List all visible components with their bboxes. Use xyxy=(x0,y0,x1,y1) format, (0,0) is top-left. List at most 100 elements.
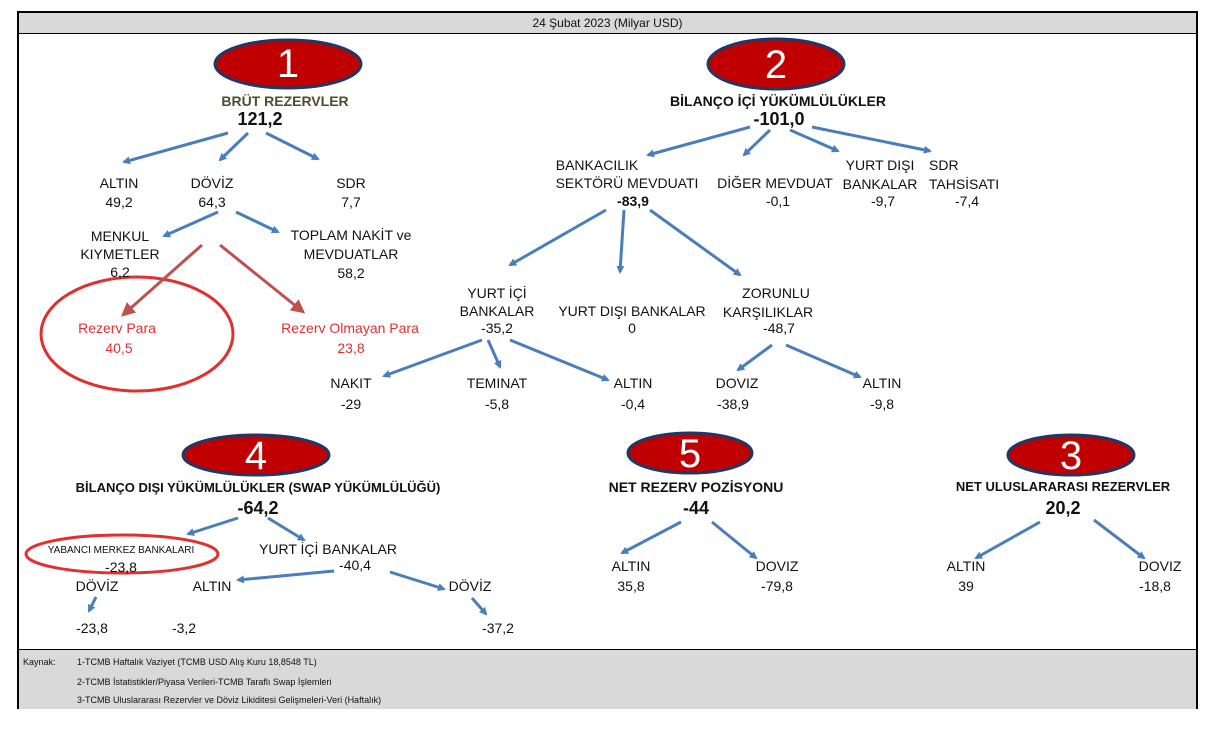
nr-altin-value: 35,8 xyxy=(617,578,645,594)
rezerv-para-value: 40,5 xyxy=(105,340,133,356)
sdr-tahsisati-label-2: TAHSİSATI xyxy=(928,176,1000,192)
nr-title: NET REZERV POZİSYONU xyxy=(608,479,784,495)
bd-altin-label: ALTIN xyxy=(192,578,232,594)
arrow-bank-zorunlu xyxy=(649,208,742,277)
arrow-brut-doviz xyxy=(218,131,250,162)
arrow-bi-diger xyxy=(742,128,772,157)
arrow-brut-altin xyxy=(122,131,229,165)
bi-doviz-label: DOVIZ xyxy=(715,375,759,391)
rezerv-para-label: Rezerv Para xyxy=(78,320,156,336)
zorunlu-value: -48,7 xyxy=(763,320,795,336)
badge-2-ellipse xyxy=(706,37,846,91)
arrow-bi-bankacilik xyxy=(646,125,751,158)
zorunlu-label-2: KARŞILIKLAR xyxy=(722,304,814,320)
menkul-label-1: MENKUL xyxy=(90,228,150,244)
rezerv-olmayan-label: Rezerv Olmayan Para xyxy=(281,320,419,336)
bi-title: BİLANÇO İÇİ YÜKÜMLÜLÜKLER xyxy=(670,93,886,109)
bankacilik-value: -83,9 xyxy=(617,193,649,209)
rezerv-olmayan-value: 23,8 xyxy=(337,340,365,356)
arrow-doviz-menkul xyxy=(162,210,219,238)
arrow-yi-nakit xyxy=(382,338,483,378)
nu-doviz-label: DOVIZ xyxy=(1138,558,1182,574)
bi-doviz-value: -38,9 xyxy=(717,396,749,412)
bd-value: -64,2 xyxy=(237,498,279,518)
badge-1-ellipse xyxy=(213,38,363,90)
nakit-value: -29 xyxy=(340,396,362,412)
yabanci-mb-label: YABANCI MERKEZ BANKALARI xyxy=(47,545,195,556)
bd-doviz2-label: DÖVİZ xyxy=(448,578,492,594)
badge-4-ellipse xyxy=(181,433,331,477)
arrow-zor-doviz xyxy=(736,343,773,372)
brut-altin-value: 49,2 xyxy=(105,194,133,210)
header-title: 24 Şubat 2023 (Milyar USD) xyxy=(532,16,683,30)
badge-2-number: 2 xyxy=(764,43,788,87)
bd-doviz1-value: -23,8 xyxy=(76,620,108,636)
badge-3-ellipse xyxy=(1006,433,1136,477)
yurtdisi-bankalar-value: 0 xyxy=(628,320,636,336)
arrow-bank-yurtici xyxy=(508,208,607,267)
arrow-yurtici-altin xyxy=(236,569,335,584)
bi-altin2-label: ALTIN xyxy=(862,375,902,391)
brut-value: 121,2 xyxy=(237,109,283,129)
source-line-2: 2-TCMB İstatistikler/Piyasa Verileri-TCM… xyxy=(77,677,332,687)
red-arrow-rezerv-olmayan xyxy=(219,243,306,314)
arrow-yurtici-doviz xyxy=(389,570,446,592)
brut-altin-label: ALTIN xyxy=(99,175,139,191)
yurtdisi-bankalar-label: YURT DIŞI BANKALAR xyxy=(558,303,706,319)
yurt-disi-label-2: BANKALAR xyxy=(842,176,918,192)
source-footer: Kaynak: 1-TCMB Haftalık Vaziyet (TCMB US… xyxy=(19,649,1196,709)
rezerv-para-highlight xyxy=(39,275,235,393)
nu-doviz-value: -18,8 xyxy=(1139,578,1171,594)
brut-sdr-label: SDR xyxy=(336,175,366,191)
nu-title: NET ULUSLARARASI REZERVLER xyxy=(955,479,1171,494)
arrow-bd-yurtici xyxy=(267,516,306,542)
badge-1-number: 1 xyxy=(276,42,300,86)
nr-doviz-value: -79,8 xyxy=(761,578,793,594)
arrow-yabanci-doviz xyxy=(87,596,98,613)
arrow-bi-yurtdisi xyxy=(789,128,840,153)
brut-doviz-value: 64,3 xyxy=(198,194,226,210)
nu-altin-value: 39 xyxy=(958,578,974,594)
red-arrow-rezerv-para xyxy=(121,243,203,317)
nr-altin-label: ALTIN xyxy=(611,558,651,574)
source-label: Kaynak: xyxy=(23,657,56,667)
bd-title: BİLANÇO DIŞI YÜKÜMLÜLÜKLER (SWAP YÜKÜMLÜ… xyxy=(75,480,441,495)
arrow-bi-sdr xyxy=(811,125,932,154)
arrow-brut-sdr xyxy=(265,131,320,161)
nakit-mevduat-value: 58,2 xyxy=(337,265,365,281)
badge-3-number: 3 xyxy=(1059,434,1083,478)
header-bar: 24 Şubat 2023 (Milyar USD) xyxy=(19,13,1196,34)
yurtici-bankalar-label-1: YURT İÇİ xyxy=(467,285,527,301)
arrow-zor-altin xyxy=(785,343,862,379)
bi-altin2-value: -9,8 xyxy=(869,396,895,412)
bd-doviz1-label: DÖVİZ xyxy=(75,578,119,594)
sdr-tahsisati-label-1: SDR xyxy=(929,157,959,173)
arrow-bd-yabanci xyxy=(186,516,239,536)
badge-4-number: 4 xyxy=(244,434,268,478)
nakit-label: NAKIT xyxy=(330,375,372,391)
badge-5-ellipse xyxy=(626,431,754,475)
brut-title: BRÜT REZERVLER xyxy=(221,93,349,109)
bd-altin-value: -3,2 xyxy=(171,620,197,636)
yurtici-bankalar-label-2: BANKALAR xyxy=(459,303,535,319)
bi-value: -101,0 xyxy=(753,109,805,129)
diger-value: -0,1 xyxy=(765,193,791,209)
arrow-nu-altin xyxy=(974,520,1041,560)
bd-doviz2-value: -37,2 xyxy=(482,620,514,636)
nr-value: -44 xyxy=(682,498,710,518)
bankacilik-label-2: SEKTÖRÜ MEVDUATI xyxy=(555,175,699,191)
bd-yurtici-label: YURT İÇİ BANKALAR xyxy=(259,541,397,557)
teminat-label: TEMINAT xyxy=(466,375,528,391)
nakit-mevduat-label-1: TOPLAM NAKİT ve xyxy=(290,227,412,243)
diger-label: DİĞER MEVDUAT xyxy=(717,175,833,191)
bi-altin1-value: -0,4 xyxy=(620,396,646,412)
arrow-doviz-nakit xyxy=(235,210,280,234)
bd-yurtici-value: -40,4 xyxy=(339,557,371,573)
brut-sdr-value: 7,7 xyxy=(341,194,361,210)
menkul-value: 6,2 xyxy=(110,264,130,280)
arrow-yi-altin xyxy=(509,338,610,382)
source-line-3: 3-TCMB Uluslararası Rezervler ve Döviz L… xyxy=(77,695,382,705)
arrow-nr-doviz xyxy=(711,520,758,560)
arrow-doviz-sub xyxy=(470,597,488,616)
